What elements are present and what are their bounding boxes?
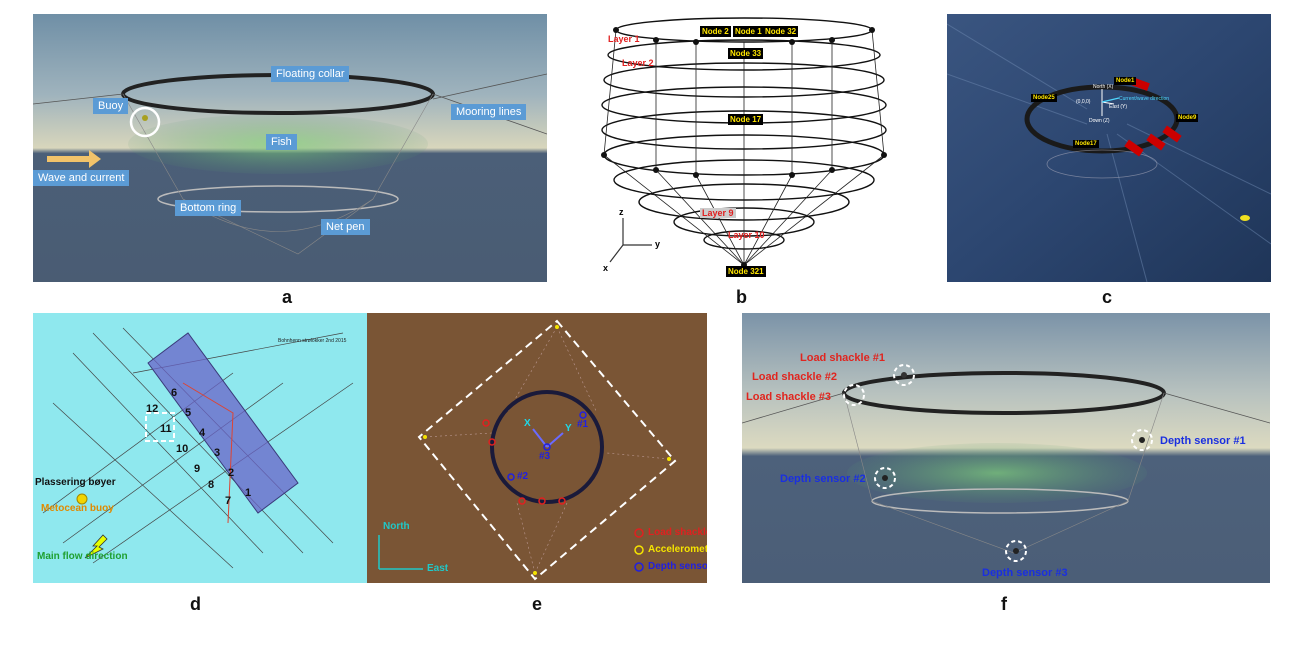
node-label: Node 321 <box>726 266 766 277</box>
grid-cell: 5 <box>185 407 192 419</box>
axis-down-label: Down (Z) <box>1089 118 1110 124</box>
marker-3: #3 <box>539 451 551 462</box>
label-mooring-lines: Mooring lines <box>451 104 527 120</box>
node-label: Node9 <box>1176 114 1199 122</box>
panel-d-map <box>42 327 354 569</box>
layer-label: Layer 1 <box>608 34 640 44</box>
label-buoy: Buoy <box>93 98 129 114</box>
grid-cell: 3 <box>214 447 221 459</box>
axis-y-label: y <box>655 239 661 249</box>
grid-cell: 8 <box>208 479 215 491</box>
panel-b: Node 2 Node 1 Node 32 Node 33 Node 17 No… <box>596 10 906 282</box>
panel-f-scene <box>742 313 1270 583</box>
grid-cell: 6 <box>171 387 178 399</box>
label-floating-collar: Floating collar <box>271 66 350 82</box>
panel-letter-e: e <box>532 594 543 614</box>
panel-c: Node1 Node25 Node9 Node17 North (X) (0,0… <box>947 14 1271 282</box>
axis-x-label: X <box>524 418 531 429</box>
grid-cell: 11 <box>160 423 172 435</box>
grid-cell: 2 <box>228 467 235 479</box>
node-label: Node 2 <box>700 26 731 37</box>
label-depth-sensor-2: Depth sensor #2 <box>780 473 866 485</box>
compass-east: East <box>427 563 449 574</box>
node-label: Node25 <box>1031 94 1057 102</box>
panel-letter-b: b <box>736 287 747 307</box>
node-label: Node 32 <box>763 26 799 37</box>
axis-y-label: Y <box>565 423 572 434</box>
panel-letter-c: c <box>1102 287 1113 307</box>
label-depth-sensor-3: Depth sensor #3 <box>982 567 1068 579</box>
axis-east-label: East (Y) <box>1109 104 1128 110</box>
compass-north: North <box>383 521 410 532</box>
layer-label: Layer 10 <box>728 230 765 240</box>
panel-letter-a: a <box>282 287 293 307</box>
axis-z-label: z <box>619 207 624 217</box>
marker-2: #2 <box>517 471 529 482</box>
grid-cell: 9 <box>194 463 201 475</box>
grid-cell: 12 <box>146 403 159 415</box>
label-fish: Fish <box>266 134 297 150</box>
label-load-shackle-2: Load shackle #2 <box>752 371 837 383</box>
node-label: Node 17 <box>728 114 764 125</box>
panel-e-plan <box>378 319 677 581</box>
panel-letter-d: d <box>190 594 201 614</box>
layer-label: Layer 9 <box>700 208 736 218</box>
label-wave-current: Wave and current <box>33 170 130 186</box>
map-note: Bohnhenn strølokker 2nd 2015 <box>278 338 347 344</box>
grid-cell: 4 <box>199 427 206 439</box>
node-label: Node1 <box>1114 77 1137 85</box>
panel-a-scene <box>33 14 547 282</box>
node-label: Node 33 <box>728 48 764 59</box>
node-label: Node 1 <box>733 26 764 37</box>
panel-letter-f: f <box>1001 594 1007 614</box>
panel-f: Load shackle #1 Load shackle #2 Load sha… <box>742 313 1270 583</box>
label-net-pen: Net pen <box>321 219 370 235</box>
label-bottom-ring: Bottom ring <box>175 200 242 216</box>
axis-north-label: North (X) <box>1093 84 1114 90</box>
label-depth-sensor-1: Depth sensor #1 <box>1160 435 1246 447</box>
marker-1: #1 <box>577 419 589 430</box>
legend-accelerometer: Accelerometer <box>648 544 707 555</box>
panel-d: 6 5 12 11 4 3 10 9 2 8 1 7 Bohnhenn strø… <box>33 313 367 583</box>
grid-cell: 1 <box>245 487 252 499</box>
node-label: Node17 <box>1073 140 1099 148</box>
grid-cell: 7 <box>225 495 232 507</box>
label-load-shackle-1: Load shackle #1 <box>800 352 885 364</box>
panel-a: Floating collar Buoy Mooring lines Fish … <box>33 14 547 282</box>
direction-label: Current/wave direction <box>1119 96 1170 102</box>
label-load-shackle-3: Load shackle #3 <box>746 391 831 403</box>
axis-x-label: x <box>603 263 609 273</box>
metocean-label: Metocean buoy <box>41 503 114 514</box>
panel-c-scene <box>947 14 1271 282</box>
grid-cell: 10 <box>176 443 189 455</box>
panel-e: X Y #1 #2 #3 North East Load shackle Acc… <box>367 313 707 583</box>
main-flow-label: Main flow direction <box>37 551 128 562</box>
panel-b-net-model <box>601 17 887 268</box>
legend-load-shackle: Load shackle <box>648 527 707 538</box>
axis-origin-label: (0,0,0) <box>1076 99 1091 105</box>
layer-label: Layer 2 <box>622 58 654 68</box>
legend-depth-sensor: Depth sensor <box>648 561 707 572</box>
plassering-label: Plassering bøyer <box>35 477 116 488</box>
